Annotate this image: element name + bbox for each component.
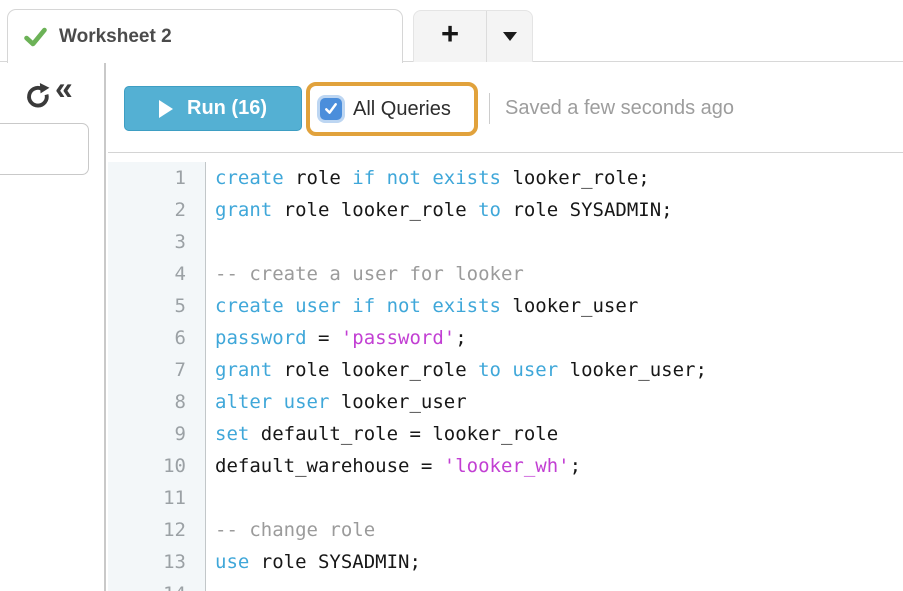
code-line[interactable]: 12 -- change role (108, 514, 903, 546)
code-text: use role SYSADMIN; (215, 551, 421, 573)
run-button[interactable]: Run (16) (124, 86, 302, 131)
new-tab-button-group: + (413, 10, 533, 62)
code-text: grant role looker_role to user looker_us… (215, 359, 707, 381)
line-number: 8 (108, 386, 206, 418)
line-number: 3 (108, 226, 206, 258)
code-text: default_warehouse = 'looker_wh'; (215, 455, 582, 477)
toolbar-divider (489, 93, 490, 124)
tab-label: Worksheet 2 (59, 25, 172, 47)
code-text: set default_role = looker_role (215, 423, 559, 445)
code-text: password = 'password'; (215, 327, 467, 349)
line-number: 5 (108, 290, 206, 322)
code-line[interactable]: 2 grant role looker_role to role SYSADMIN… (108, 194, 903, 226)
line-number: 2 (108, 194, 206, 226)
code-line[interactable]: 4 -- create a user for looker (108, 258, 903, 290)
checkmark-icon (323, 101, 339, 117)
code-line[interactable]: 6 password = 'password'; (108, 322, 903, 354)
run-button-label: Run (16) (187, 97, 267, 119)
code-text: grant role looker_role to role SYSADMIN; (215, 199, 673, 221)
refresh-button[interactable] (24, 81, 54, 111)
line-number: 14 (108, 578, 206, 591)
worksheet-list-dropdown-button[interactable] (487, 11, 532, 62)
line-number: 6 (108, 322, 206, 354)
code-line[interactable]: 10 default_warehouse = 'looker_wh'; (108, 450, 903, 482)
all-queries-checkbox[interactable] (320, 98, 342, 120)
code-line[interactable]: 13 use role SYSADMIN; (108, 546, 903, 578)
code-text (206, 482, 215, 514)
line-number: 7 (108, 354, 206, 386)
line-number: 10 (108, 450, 206, 482)
tab-bar: Worksheet 2 + (0, 0, 903, 63)
success-check-icon (24, 27, 47, 47)
refresh-icon (24, 82, 54, 110)
code-text: -- change role (215, 519, 376, 541)
code-text: -- create a user for looker (215, 263, 524, 285)
line-number: 12 (108, 514, 206, 546)
line-number: 4 (108, 258, 206, 290)
sidebar-search-box[interactable] (0, 123, 89, 175)
code-line[interactable]: 1 create role if not exists looker_role; (108, 162, 903, 194)
play-icon (159, 99, 173, 118)
all-queries-highlight-box: All Queries (306, 82, 478, 136)
new-worksheet-button[interactable]: + (414, 11, 487, 62)
line-number: 9 (108, 418, 206, 450)
code-line[interactable]: 3 (108, 226, 903, 258)
code-editor[interactable]: 1 create role if not exists looker_role; 2… (108, 152, 903, 591)
collapse-sidebar-button[interactable]: « (55, 70, 73, 107)
code-text: alter user looker_user (215, 391, 467, 413)
all-queries-label[interactable]: All Queries (353, 97, 451, 120)
line-number: 1 (108, 162, 206, 194)
tab-worksheet-2[interactable]: Worksheet 2 (7, 9, 403, 63)
line-number: 11 (108, 482, 206, 514)
code-line[interactable]: 5 create user if not exists looker_user (108, 290, 903, 322)
code-line[interactable]: 9 set default_role = looker_role (108, 418, 903, 450)
plus-icon: + (440, 15, 460, 51)
code-text: create role if not exists looker_role; (215, 167, 650, 189)
code-line[interactable]: 11 (108, 482, 903, 514)
save-status-text: Saved a few seconds ago (505, 97, 735, 119)
code-text (206, 226, 215, 258)
sidebar: « (0, 62, 106, 591)
code-line[interactable]: 7 grant role looker_role to user looker_u… (108, 354, 903, 386)
line-number: 13 (108, 546, 206, 578)
code-text (206, 578, 215, 591)
worksheet-main: Run (16) All Queries Saved a few seconds… (108, 62, 903, 591)
double-chevron-left-icon: « (55, 70, 73, 106)
caret-down-icon (502, 32, 517, 41)
code-line[interactable]: 8 alter user looker_user (108, 386, 903, 418)
code-line[interactable]: 14 (108, 578, 903, 591)
code-text: create user if not exists looker_user (215, 295, 639, 317)
